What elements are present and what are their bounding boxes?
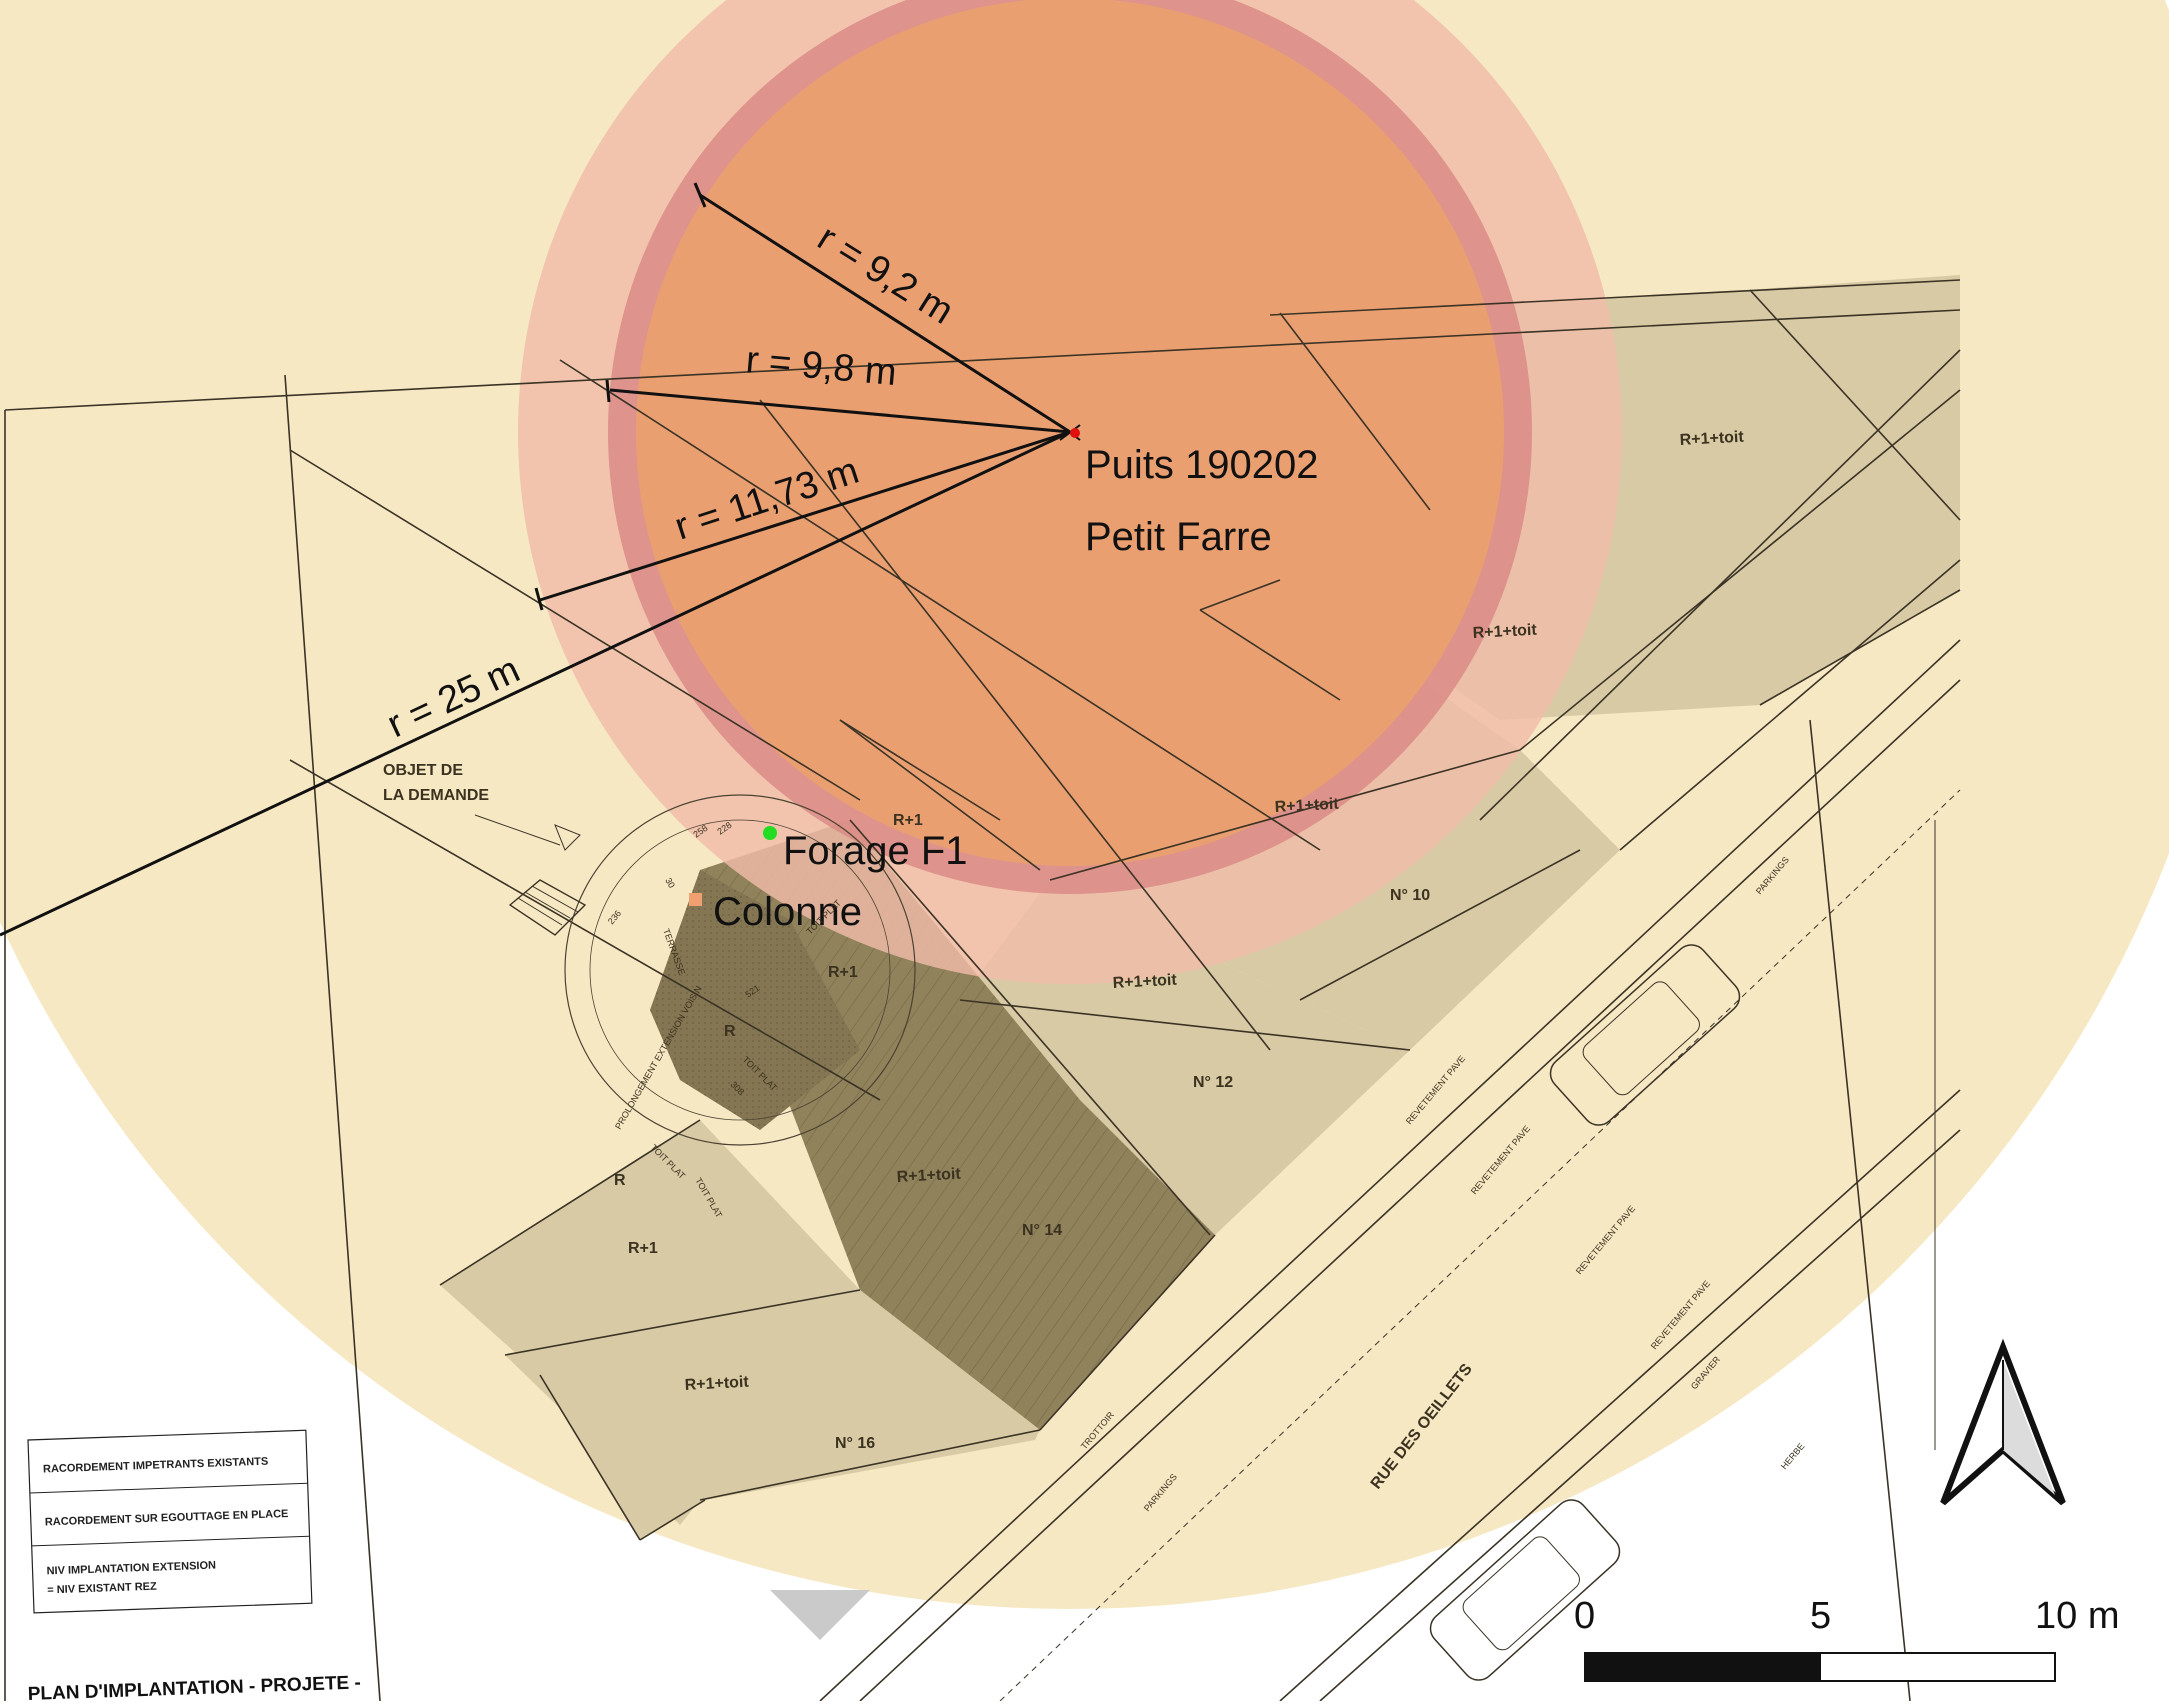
road-grey-patch (770, 1590, 870, 1640)
parcel-extension-dots (650, 870, 860, 1130)
level-label-0: R+1+toit (1679, 429, 1744, 449)
north-arrow-icon (1940, 1338, 2066, 1506)
road-lines (819, 639, 1961, 1701)
scale-label-5: 5 (1810, 1595, 1831, 1637)
legend-item-niv-extension: NIV IMPLANTATION EXTENSION (46, 1560, 216, 1578)
car-icon (1549, 944, 1741, 1126)
colonne-marker (689, 893, 702, 906)
level-label-5: R+1+toit (1112, 972, 1177, 992)
number-label-n14: N° 14 (1022, 1222, 1062, 1239)
forage-f1-marker (763, 826, 777, 840)
parcel-r1-bottom (505, 1290, 860, 1525)
level-label-9: R+1 (628, 1240, 658, 1257)
radius-lines (0, 182, 1071, 937)
parcel-n14-hatch (700, 820, 1215, 1430)
stairs (508, 879, 587, 936)
objet-label-1: OBJET DE (383, 762, 463, 779)
herbe-label: HERBE (1779, 1441, 1807, 1471)
well-label-line2: Petit Farre (1085, 515, 1272, 559)
car-icon (1429, 1499, 1621, 1681)
number-label-n12: N° 12 (1193, 1074, 1233, 1091)
level-label-7: R+1+toit (896, 1166, 961, 1186)
legend: RACORDEMENT IMPETRANTS EXISTANTS RACORDE… (27, 1429, 313, 1614)
plan-title: PLAN D'IMPLANTATION - PROJETE - (27, 1672, 361, 1701)
cadastral-lines (4, 279, 1961, 1701)
legend-item-niv-rez: = NIV EXISTANT REZ (47, 1581, 157, 1597)
objet-label-2: LA DEMANDE (383, 787, 489, 804)
scale-bar: 0 5 10 m (1574, 1595, 2119, 1682)
dimension-label-30: 30 (663, 876, 677, 890)
level-label-4: R+1 (828, 964, 858, 981)
well-marker (1059, 424, 1081, 441)
forage-f1-label: Forage F1 (783, 829, 968, 873)
level-label-3: R+1 (893, 812, 923, 829)
level-label-1: R+1+toit (1472, 622, 1537, 642)
level-label-6: R (724, 1023, 736, 1040)
colonne-label: Colonne (713, 890, 862, 934)
scale-label-0: 0 (1574, 1595, 1595, 1637)
level-label-8: R (614, 1172, 626, 1189)
level-label-2: R+1+toit (1274, 796, 1339, 816)
level-label-10: R+1+toit (684, 1374, 749, 1394)
site-circle-inner (589, 819, 891, 1121)
scale-label-10: 10 m (2035, 1595, 2119, 1637)
well-label-line1: Puits 190202 (1085, 443, 1319, 487)
site-circle (564, 794, 916, 1146)
number-label-n10: N° 10 (1390, 887, 1430, 904)
number-label-n16: N° 16 (835, 1435, 875, 1452)
